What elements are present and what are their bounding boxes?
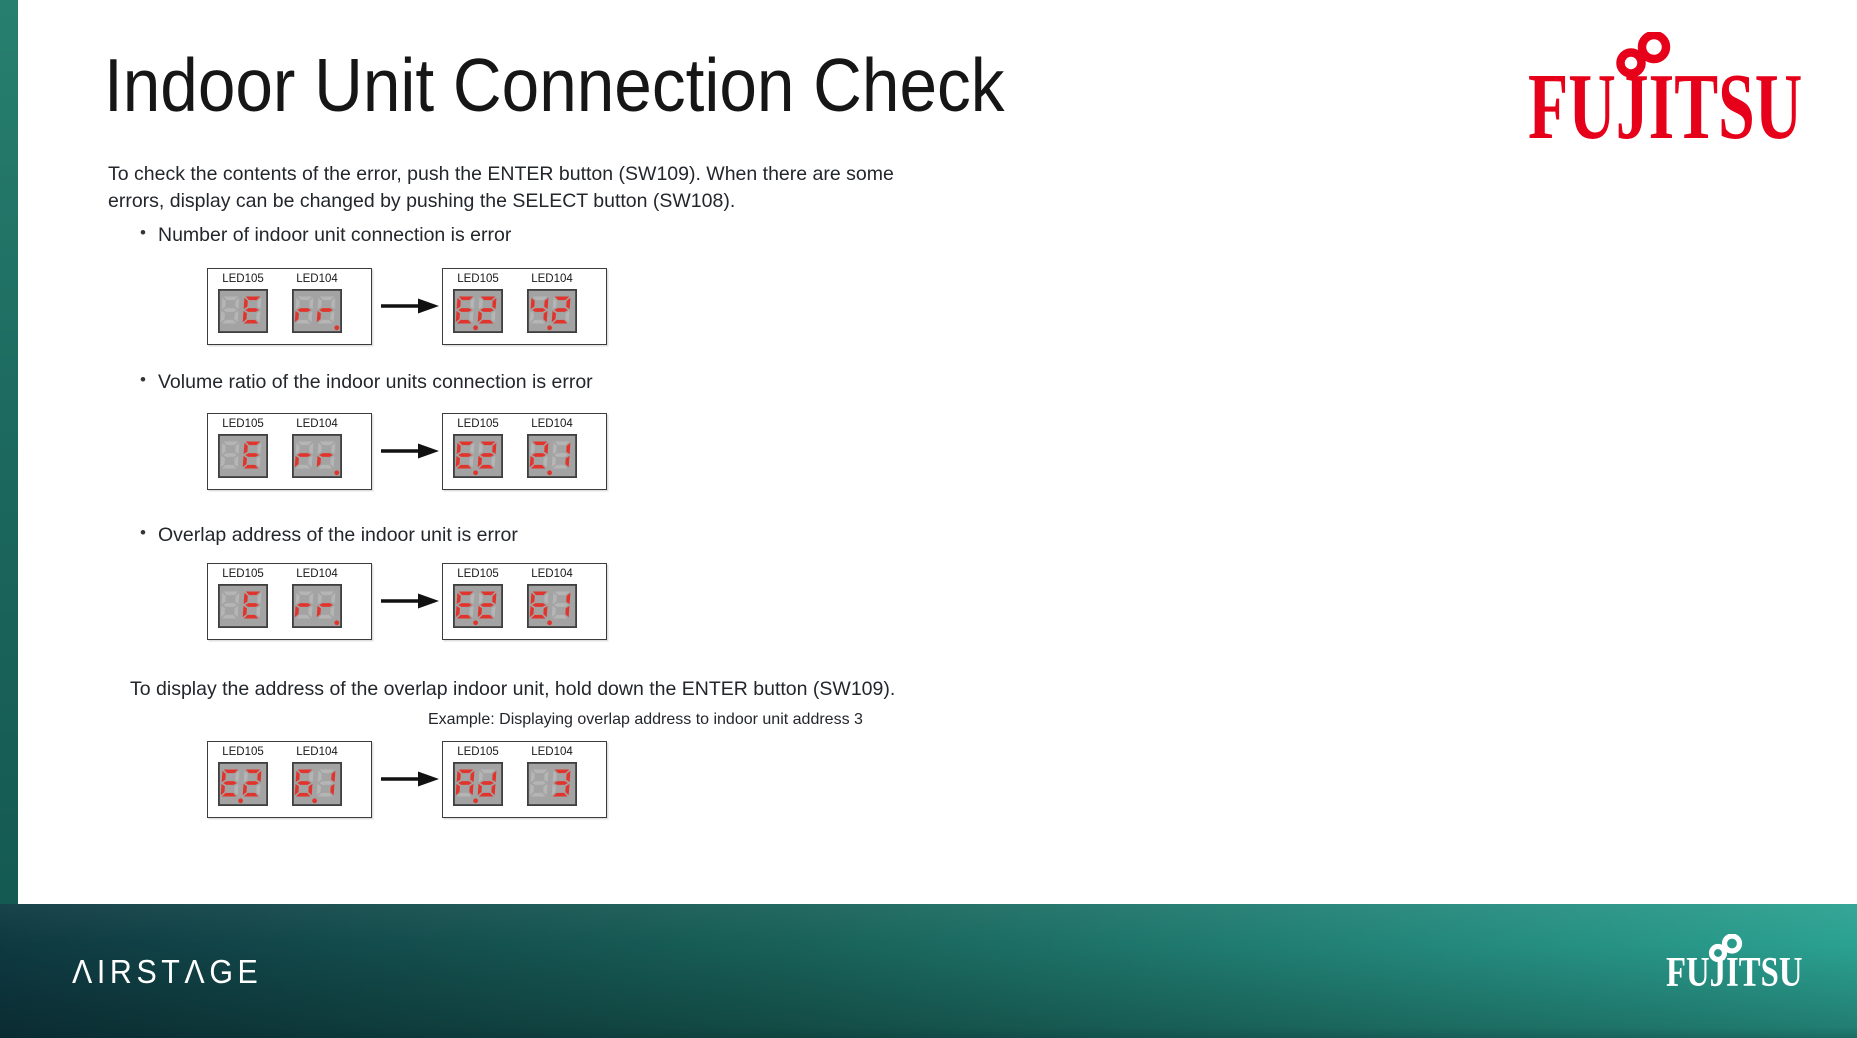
led105-label: LED105 (457, 746, 499, 758)
led-module (452, 583, 504, 629)
airstage-wordmark: ΛIRSTΛGE (72, 953, 263, 990)
led-module (291, 761, 343, 807)
bullet-text: Number of indoor unit connection is erro… (158, 224, 512, 246)
led-panel-after: LED105 LED104 (442, 741, 607, 818)
arrow-icon (381, 442, 439, 460)
arrow-icon (381, 770, 439, 788)
led-module (217, 288, 269, 334)
led104-label: LED104 (296, 273, 338, 285)
led-module (526, 288, 578, 334)
led105-label: LED105 (222, 746, 264, 758)
bullet-item-1: • Number of indoor unit connection is er… (140, 223, 512, 247)
led105-label: LED105 (457, 568, 499, 580)
led-panel-after: LED105 LED104 (442, 563, 607, 640)
footer-band (0, 904, 1857, 1038)
footer-gradient-shade (0, 904, 1857, 1038)
example-caption: Example: Displaying overlap address to i… (428, 711, 863, 728)
led105-label: LED105 (222, 273, 264, 285)
bullet-item-2: • Volume ratio of the indoor units conne… (140, 370, 593, 394)
fujitsu-infinity-icon (1612, 30, 1676, 85)
led104-label: LED104 (531, 568, 573, 580)
led105-label: LED105 (457, 418, 499, 430)
fujitsu-logo: FUJITSU (1528, 30, 1857, 159)
led104-label: LED104 (296, 746, 338, 758)
led-panel-before: LED105 LED104 (207, 268, 372, 345)
led-module (452, 761, 504, 807)
led105-label: LED105 (222, 418, 264, 430)
page-title: Indoor Unit Connection Check (104, 43, 1005, 127)
note-text: To display the address of the overlap in… (130, 678, 896, 700)
fujitsu-wordmark: FUJITSU (1528, 55, 1803, 159)
intro-line-2: errors, display can be changed by pushin… (108, 190, 736, 212)
led104-label: LED104 (296, 418, 338, 430)
fujitsu-wordmark: FUJITSU (1666, 950, 1803, 996)
led-module (526, 761, 578, 807)
led-module (452, 288, 504, 334)
led-module (217, 583, 269, 629)
led-module (217, 433, 269, 479)
led105-label: LED105 (457, 273, 499, 285)
led-module (217, 761, 269, 807)
bullet-text: Volume ratio of the indoor units connect… (158, 371, 593, 393)
led-panel-before: LED105 LED104 (207, 741, 372, 818)
led-module (291, 583, 343, 629)
led-panel-before: LED105 LED104 (207, 563, 372, 640)
arrow-icon (381, 592, 439, 610)
led-module (452, 433, 504, 479)
left-accent-strip (0, 0, 18, 904)
bullet-text: Overlap address of the indoor unit is er… (158, 524, 518, 546)
led105-label: LED105 (222, 568, 264, 580)
led-module (526, 583, 578, 629)
led104-label: LED104 (531, 418, 573, 430)
led-module (291, 433, 343, 479)
fujitsu-logo-footer: FUJITSU (1666, 933, 1841, 996)
bullet-marker: • (140, 523, 146, 542)
arrow-icon (381, 297, 439, 315)
led-panel-before: LED105 LED104 (207, 413, 372, 490)
led104-label: LED104 (296, 568, 338, 580)
bullet-item-3: • Overlap address of the indoor unit is … (140, 523, 518, 547)
bullet-marker: • (140, 370, 146, 389)
led104-label: LED104 (531, 746, 573, 758)
led-module (526, 433, 578, 479)
led-panel-after: LED105 LED104 (442, 413, 607, 490)
bullet-marker: • (140, 223, 146, 242)
fujitsu-infinity-icon (1706, 933, 1746, 969)
led104-label: LED104 (531, 273, 573, 285)
intro-line-1: To check the contents of the error, push… (108, 163, 894, 185)
led-module (291, 288, 343, 334)
led-panel-after: LED105 LED104 (442, 268, 607, 345)
